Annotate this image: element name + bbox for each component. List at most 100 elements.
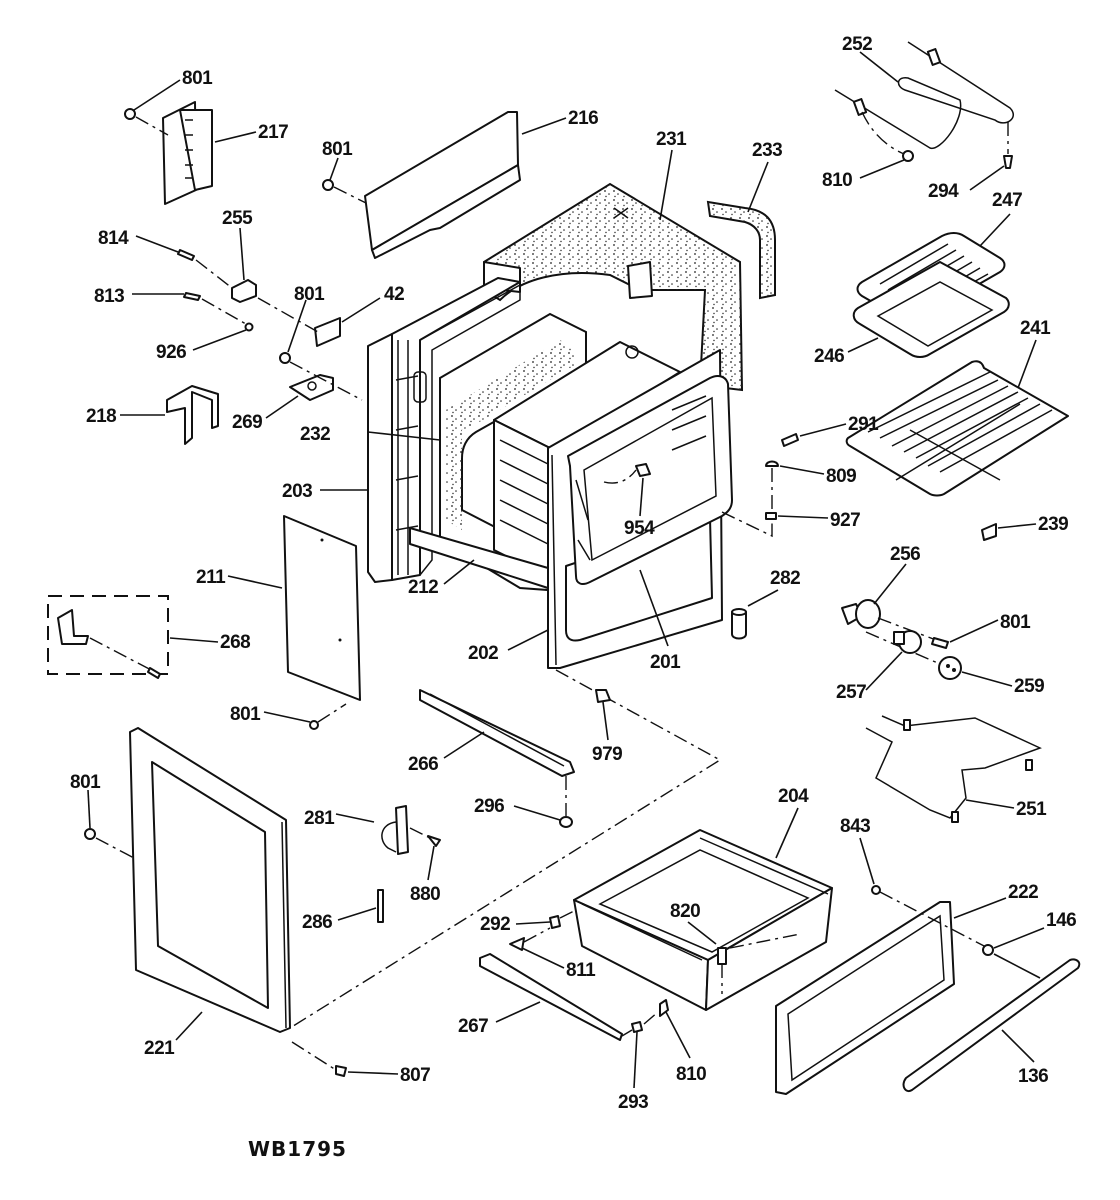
label-813: 813 <box>94 286 124 307</box>
label-211: 211 <box>196 567 226 588</box>
label-807: 807 <box>400 1065 430 1086</box>
part-251-bake-element <box>865 715 1042 823</box>
label-291: 291 <box>848 414 879 435</box>
label-257: 257 <box>836 682 866 703</box>
label-252: 252 <box>842 34 872 55</box>
label-136: 136 <box>1018 1066 1048 1087</box>
label-222: 222 <box>1008 882 1038 903</box>
part-255-switch <box>231 279 257 303</box>
diagram-code: WB1795 <box>248 1137 347 1161</box>
label-259: 259 <box>1014 676 1044 697</box>
label-801: 801 <box>182 68 213 89</box>
screw-820 <box>717 947 727 965</box>
label-216: 216 <box>568 108 598 129</box>
label-266: 266 <box>408 754 438 775</box>
part-201-oven-liner <box>567 375 733 585</box>
part-257-lamp-bulb <box>893 630 922 654</box>
part-239-tag <box>981 523 997 541</box>
screw-811 <box>509 937 525 951</box>
label-246: 246 <box>814 346 844 367</box>
label-221: 221 <box>144 1038 175 1059</box>
part-286-pin <box>377 889 384 923</box>
part-292-roller <box>549 915 561 929</box>
part-252-broil-element <box>834 41 1015 149</box>
part-954-clip <box>635 463 651 477</box>
label-218: 218 <box>86 406 116 427</box>
screw-810 <box>902 150 914 162</box>
label-281: 281 <box>304 808 335 829</box>
part-296-nut <box>559 816 573 828</box>
label-810: 810 <box>822 170 852 191</box>
part-146-grommet <box>982 944 994 956</box>
label-233: 233 <box>752 140 782 161</box>
label-286: 286 <box>302 912 332 933</box>
screw-813 <box>183 292 201 301</box>
part-241-oven-rack <box>845 360 1069 497</box>
screw-880 <box>427 835 441 847</box>
label-255: 255 <box>222 208 253 229</box>
label-251: 251 <box>1016 799 1047 820</box>
label-268: 268 <box>220 632 250 653</box>
label-811: 811 <box>566 960 596 981</box>
part-216-panel <box>364 111 521 259</box>
label-843: 843 <box>840 816 870 837</box>
part-266-rail <box>419 689 575 777</box>
label-292: 292 <box>480 914 510 935</box>
label-810: 810 <box>676 1064 706 1085</box>
label-231: 231 <box>656 129 687 150</box>
label-880: 880 <box>410 884 440 905</box>
part-42-plate <box>314 317 341 347</box>
label-820: 820 <box>670 901 700 922</box>
label-217: 217 <box>258 122 288 143</box>
part-217-bracket <box>162 101 213 205</box>
label-212: 212 <box>408 577 438 598</box>
screw-801 <box>124 108 136 120</box>
bracket-hole <box>307 381 317 391</box>
part-267-drawer-rail <box>479 953 623 1041</box>
label-814: 814 <box>98 228 129 249</box>
part-233-corner-trim <box>706 200 776 300</box>
part-221-oven-door <box>129 727 291 1033</box>
part-212-bottom-support <box>409 527 549 589</box>
part-211-back-panel <box>283 515 361 701</box>
nut-926 <box>244 322 254 332</box>
label-239: 239 <box>1038 514 1068 535</box>
part-218-bracket <box>166 385 219 445</box>
nut-927 <box>765 512 777 520</box>
screw-801 <box>309 720 319 730</box>
screw-801 <box>931 637 949 649</box>
part-282-leg <box>731 608 747 640</box>
label-247: 247 <box>992 190 1022 211</box>
label-202: 202 <box>468 643 498 664</box>
label-256: 256 <box>890 544 920 565</box>
label-146: 146 <box>1046 910 1076 931</box>
label-241: 241 <box>1020 318 1051 339</box>
label-296: 296 <box>474 796 504 817</box>
label-294: 294 <box>928 181 959 202</box>
screw-801 <box>84 828 96 840</box>
part-203-side-panel <box>367 277 521 583</box>
label-801: 801 <box>322 139 353 160</box>
label-801: 801 <box>70 772 101 793</box>
screw-843 <box>871 885 881 895</box>
label-954: 954 <box>624 518 655 539</box>
label-809: 809 <box>826 466 856 487</box>
part-256-lamp-socket <box>841 599 881 629</box>
label-282: 282 <box>770 568 800 589</box>
label-293: 293 <box>618 1092 648 1113</box>
screw-801 <box>279 352 291 364</box>
screw-810 <box>659 999 669 1017</box>
part-222-drawer-panel <box>775 901 955 1095</box>
label-979: 979 <box>592 744 622 765</box>
label-801: 801 <box>294 284 325 305</box>
label-232: 232 <box>300 424 330 445</box>
screw-809 <box>765 460 779 467</box>
label-801: 801 <box>230 704 261 725</box>
label-927: 927 <box>830 510 860 531</box>
part-281-hinge <box>381 805 409 855</box>
label-926: 926 <box>156 342 186 363</box>
label-204: 204 <box>778 786 809 807</box>
part-979-clip <box>595 689 611 703</box>
part-246-broiler-pan <box>852 261 1010 358</box>
